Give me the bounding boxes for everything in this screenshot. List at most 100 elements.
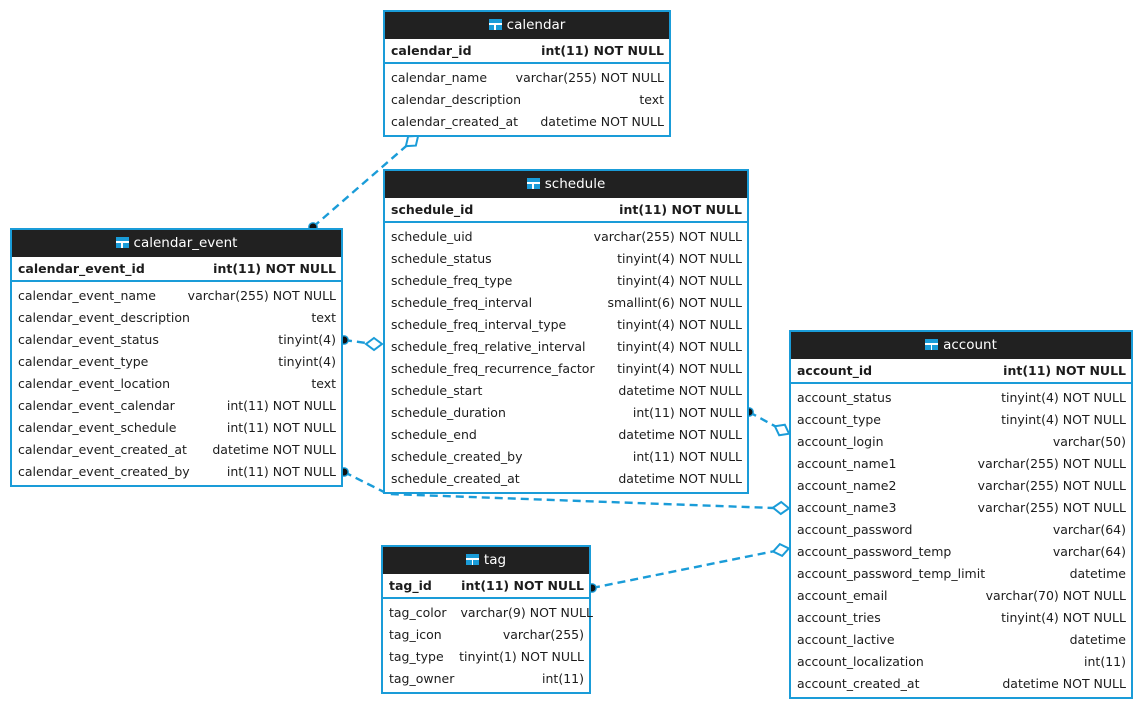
attribute-type: tinyint(4) <box>278 331 336 347</box>
attribute-type: tinyint(4) NOT NULL <box>1001 389 1126 405</box>
attribute-type: datetime NOT NULL <box>618 382 742 398</box>
attribute-name: calendar_event_created_by <box>18 463 190 479</box>
relationship-tag-to-account[interactable] <box>587 542 791 593</box>
attribute-type: tinyint(4) <box>278 353 336 369</box>
attribute-type: int(11) NOT NULL <box>541 43 664 58</box>
table-icon <box>465 554 479 565</box>
attribute-name: tag_type <box>389 648 444 664</box>
attribute-name: account_status <box>797 389 892 405</box>
entity-title: calendar <box>506 17 566 33</box>
entity-header-calendar[interactable]: calendar <box>385 12 669 39</box>
attribute-type: varchar(255) NOT NULL <box>977 499 1126 515</box>
relationship-schedule-to-account[interactable] <box>744 407 792 439</box>
attribute-name: account_name1 <box>797 455 897 471</box>
attribute-type: tinyint(1) NOT NULL <box>459 648 584 664</box>
attribute-type: datetime NOT NULL <box>618 470 742 486</box>
attribute-name: account_localization <box>797 653 924 669</box>
attribute-name: calendar_created_at <box>391 113 519 129</box>
attribute-name: calendar_event_status <box>18 331 159 347</box>
attribute-type: tinyint(4) NOT NULL <box>617 316 742 332</box>
relationship-calendar-event-to-schedule[interactable] <box>339 335 384 352</box>
attribute-type: datetime NOT NULL <box>618 426 742 442</box>
attribute-type: tinyint(4) NOT NULL <box>1001 411 1126 427</box>
attribute-type: varchar(255) NOT NULL <box>593 228 742 244</box>
attribute-type: datetime NOT NULL <box>1002 675 1126 691</box>
attribute-name: calendar_event_type <box>18 353 149 369</box>
attribute-name: calendar_event_location <box>18 375 171 391</box>
attribute-type: int(11) NOT NULL <box>213 261 336 276</box>
attribute-name: schedule_freq_relative_interval <box>391 338 586 354</box>
relationship-endpoint-diamond <box>364 336 384 352</box>
entity-header-tag[interactable]: tag <box>383 547 589 574</box>
entity-header-schedule[interactable]: schedule <box>385 171 747 198</box>
attribute-name: tag_color <box>389 604 447 620</box>
entity-header-account[interactable]: account <box>791 332 1131 359</box>
attribute-type: datetime NOT NULL <box>212 441 336 457</box>
entity-header-calendar_event[interactable]: calendar_event <box>12 230 341 257</box>
attribute-name: calendar_description <box>391 91 522 107</box>
attribute-name: schedule_freq_type <box>391 272 513 288</box>
table-icon <box>115 237 129 248</box>
attribute-type: varchar(70) NOT NULL <box>985 587 1126 603</box>
attribute-type: int(11) NOT NULL <box>619 202 742 217</box>
attribute-row[interactable]: calendar_event_type tinyint(4) <box>12 350 341 372</box>
attribute-row[interactable]: calendar_event_status tinyint(4) <box>12 328 341 350</box>
attribute-type: varchar(64) <box>1052 521 1126 537</box>
attribute-name: tag_id <box>389 578 432 593</box>
attribute-type: int(11) <box>542 670 584 686</box>
attribute-name: account_lactive <box>797 631 895 647</box>
attribute-row[interactable]: tag_type tinyint(1) NOT NULL <box>383 645 589 667</box>
attribute-name: calendar_event_description <box>18 309 190 325</box>
attribute-row[interactable]: account_status tinyint(4) NOT NULL <box>791 386 1131 408</box>
